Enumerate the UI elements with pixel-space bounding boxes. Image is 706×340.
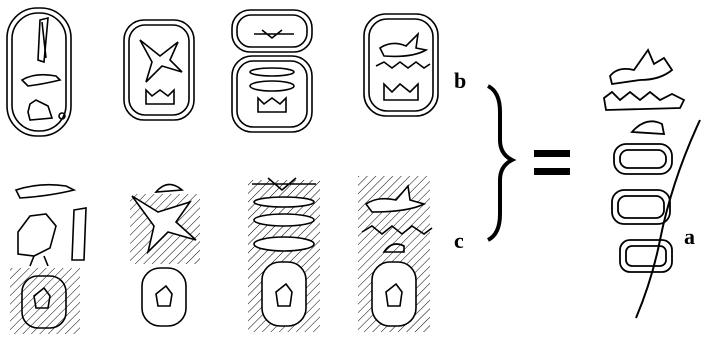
cartouche-1 bbox=[7, 8, 71, 136]
group-4 bbox=[358, 176, 432, 332]
group-2 bbox=[130, 184, 200, 326]
label-a: a bbox=[684, 226, 695, 248]
cartouche-4 bbox=[364, 14, 438, 116]
group-1 bbox=[10, 185, 86, 334]
equals-bar-top bbox=[534, 150, 570, 157]
label-c: c bbox=[454, 230, 464, 252]
equals-bar-bottom bbox=[534, 168, 570, 175]
curly-brace bbox=[488, 86, 512, 240]
cartouche-2 bbox=[124, 20, 194, 120]
group-3 bbox=[248, 178, 320, 332]
cartouche-3 bbox=[232, 10, 312, 132]
fragment-a bbox=[604, 50, 700, 318]
label-b: b bbox=[454, 70, 466, 92]
